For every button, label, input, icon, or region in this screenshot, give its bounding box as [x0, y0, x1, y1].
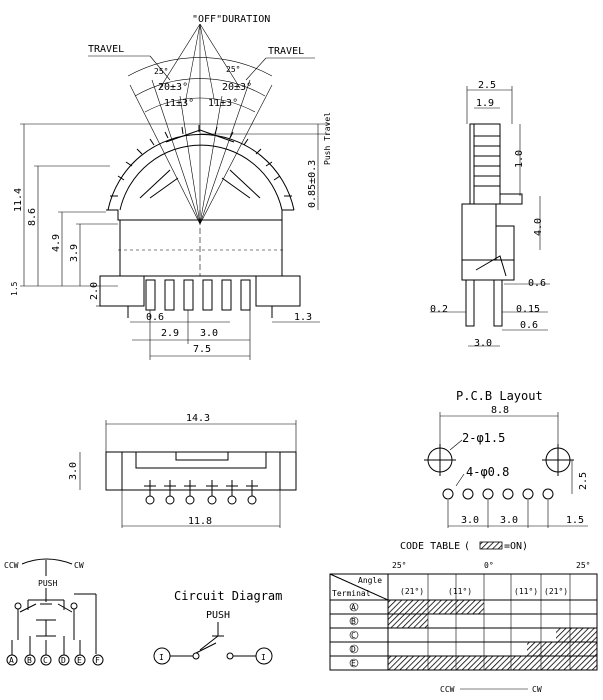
travel-left-label: TRAVEL [88, 44, 124, 55]
pcb-title: P.C.B Layout [456, 389, 543, 403]
schematic-cw: CW [74, 561, 84, 570]
angle-25-left: 25° [154, 67, 168, 76]
off-duration-label: "OFF"DURATION [192, 14, 270, 25]
schematic-ccw: CCW [4, 561, 19, 570]
front-view: "OFF"DURATION TRAVEL TRAVEL 25° 25° 20±3… [10, 14, 332, 360]
dim-8-6: 8.6 [27, 208, 38, 226]
terminal-f: F [95, 656, 100, 665]
bottom-dim-14-3: 14.3 [186, 413, 210, 424]
dim-1-3: 1.3 [294, 312, 312, 323]
table-cw: CW [532, 685, 542, 694]
circuit-title: Circuit Diagram [174, 589, 282, 603]
pcb-dim-2-5: 2.5 [578, 472, 589, 490]
bottom-dim-3-0: 3.0 [68, 462, 79, 480]
col-label-21-cw: (21°) [544, 587, 568, 596]
dim-4-9: 4.9 [51, 234, 62, 252]
code-table-title: CODE TABLE [400, 541, 460, 552]
side-dim-0-6a: 0.6 [528, 278, 546, 289]
row-c: C [351, 631, 356, 640]
circuit-left-terminal: I [159, 653, 164, 662]
side-view: 2.5 1.9 1.0 4.0 0.6 0.2 0.15 [430, 80, 550, 349]
code-table-legend-open: ( [464, 541, 470, 552]
pcb-dim-8-8: 8.8 [491, 405, 509, 416]
circuit-right-terminal: I [261, 653, 266, 662]
terminal-b: B [27, 656, 32, 665]
side-dim-0-2: 0.2 [430, 304, 448, 315]
row-a: A [351, 603, 356, 612]
schematic-push: PUSH [38, 579, 57, 588]
side-dim-1-0: 1.0 [514, 150, 525, 168]
side-dim-3-0: 3.0 [474, 338, 492, 349]
pcb-dim-3-0a: 3.0 [461, 515, 479, 526]
pcb-dim-1-5: 1.5 [566, 515, 584, 526]
dim-2-9: 2.9 [161, 328, 179, 339]
pcb-holes-large: 2-φ1.5 [462, 431, 505, 445]
angle-11-left: 11±3° [164, 98, 194, 109]
angle-25-right: 25° [226, 65, 240, 74]
push-travel-label: Push Travel [323, 112, 332, 165]
pcb-layout: P.C.B Layout 8.8 2-φ1.5 4-φ0.8 2.5 3 [424, 389, 589, 528]
angle-25-ccw: 25° [392, 561, 406, 570]
terminal-d: D [61, 656, 66, 665]
side-dim-0-15: 0.15 [516, 304, 540, 315]
header-terminal: Terminal [332, 589, 371, 598]
dim-2-0: 2.0 [89, 282, 100, 300]
side-dim-4-0: 4.0 [533, 218, 544, 236]
bottom-dim-11-8: 11.8 [188, 516, 212, 527]
code-table: CODE TABLE ( =ON) 25° 0° 25° [329, 541, 598, 694]
dim-11-4: 11.4 [13, 188, 24, 212]
row-b: B [351, 617, 356, 626]
angle-20-right: 20±3° [222, 82, 252, 93]
table-ccw: CCW [440, 685, 455, 694]
angle-20-left: 20±3° [158, 82, 188, 93]
bottom-view: 14.3 3.0 11.8 [68, 413, 297, 528]
dim-1-5: 1.5 [10, 281, 19, 296]
legend-hatch-swatch [479, 541, 503, 550]
col-label-11-ccw: (11°) [448, 587, 472, 596]
circuit-diagram: Circuit Diagram PUSH I I [153, 589, 282, 665]
code-table-legend: =ON) [504, 541, 528, 552]
side-dim-1-9: 1.9 [476, 98, 494, 109]
side-dim-2-5: 2.5 [478, 80, 496, 91]
col-label-11-cw: (11°) [514, 587, 538, 596]
dim-3-9: 3.9 [69, 244, 80, 262]
dim-7-5: 7.5 [193, 344, 211, 355]
row-d: D [351, 645, 356, 654]
side-dim-0-6b: 0.6 [520, 320, 538, 331]
circuit-push-label: PUSH [206, 610, 230, 621]
row-e: E [351, 659, 356, 668]
terminal-e: E [77, 656, 82, 665]
pcb-dim-3-0b: 3.0 [500, 515, 518, 526]
switch-schematic: CCW CW PUSH A B C D [4, 558, 104, 666]
col-label-21-ccw: (21°) [400, 587, 424, 596]
pcb-holes-small: 4-φ0.8 [466, 465, 509, 479]
angle-11-right: 11±3° [208, 98, 238, 109]
travel-right-label: TRAVEL [268, 46, 304, 57]
angle-25-cw: 25° [576, 561, 590, 570]
dim-0-6: 0.6 [146, 312, 164, 323]
header-angle: Angle [358, 576, 382, 585]
angle-0: 0° [484, 561, 494, 570]
terminal-a: A [9, 656, 14, 665]
dim-3-0: 3.0 [200, 328, 218, 339]
push-value: 0.85±0.3 [307, 160, 318, 208]
terminal-c: C [43, 656, 48, 665]
